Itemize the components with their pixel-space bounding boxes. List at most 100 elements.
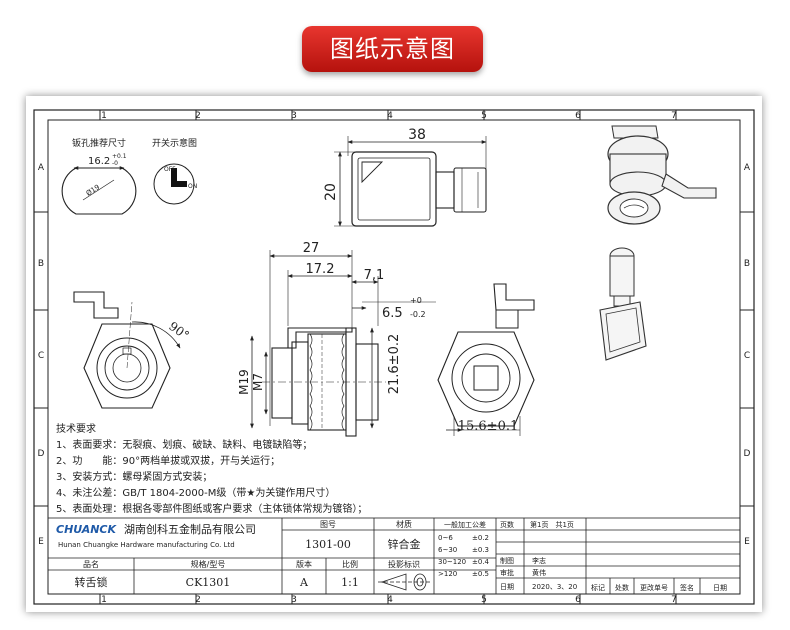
label-version: 版本: [296, 559, 312, 569]
sheet-hole-width: 16.2: [88, 156, 110, 167]
sheet-hole-tol-lower: -0: [112, 160, 118, 167]
tech-item: 5、表面处理：根据各零部件图纸或客户要求（主体锁体常规为镀铬）；: [56, 502, 367, 515]
front-view-rotation: [73, 291, 181, 409]
dim-cam-height: 21.6±0.2: [387, 334, 402, 395]
label-drawing-no: 图号: [320, 520, 336, 529]
revision-header: 标记: [591, 583, 605, 592]
tech-item: 2、功 能：90°两档单拔或双拔，开与关运行；: [56, 454, 280, 467]
revision-header: 更改单号: [640, 583, 668, 592]
tech-item: 3、安装方式：螺母紧固方式安装；: [56, 470, 212, 483]
sheet-hole-diameter: Ø19: [85, 183, 101, 198]
revision-header: 日期: [713, 584, 727, 592]
grid-row-label: D: [744, 449, 751, 459]
tol-value: ±0.4: [472, 558, 490, 566]
tol-value: ±0.2: [472, 534, 489, 542]
pages-value: 第1页 共1页: [530, 520, 574, 529]
tol-range: 6~30: [438, 546, 457, 554]
dim-cam-width: 15.6±0.1: [458, 419, 519, 434]
drawing-canvas: 1 2 3 4 5 6 7 1 2 3 4 5 6 7 A B C D E A …: [33, 109, 755, 605]
key-illustration: [599, 247, 647, 361]
switch-title: 开关示意图: [152, 137, 197, 149]
drawn-by: 李志: [532, 556, 546, 565]
dim-overall-length: 27: [303, 241, 320, 256]
tech-heading: 技术要求: [56, 422, 96, 435]
grid-row-label: A: [38, 163, 45, 173]
dim-cam-thickness: 6.5: [382, 306, 403, 321]
switch-off-label: OFF: [164, 166, 176, 173]
grid-col-label: 4: [387, 111, 393, 121]
label-scale: 比例: [342, 559, 358, 569]
grid-columns: [99, 110, 677, 604]
grid-col-label: 2: [195, 111, 201, 121]
grid-col-label: 1: [101, 595, 107, 605]
sheet-hole-view: 钣孔推荐尺寸 16.2 +0.1 -0 Ø19: [61, 137, 137, 215]
version-value: A: [299, 576, 309, 589]
tol-range: >120: [438, 570, 457, 578]
dim-cam-offset: 7,1: [364, 268, 385, 283]
dim-cam-tol-lower: -0.2: [410, 310, 426, 319]
tol-value: ±0.3: [472, 546, 489, 554]
key-view: [334, 136, 487, 227]
drawing-sheet: 1 2 3 4 5 6 7 1 2 3 4 5 6 7 A B C D E A …: [26, 96, 762, 612]
page-banner: 图纸示意图: [302, 26, 483, 72]
dim-key-height: 20: [323, 183, 339, 201]
label-projection: 投影标识: [388, 559, 420, 569]
grid-col-label: 4: [387, 595, 393, 605]
grid-col-label: 5: [481, 111, 487, 121]
dim-thread: M19: [237, 369, 251, 395]
label-pages: 页数: [500, 520, 514, 529]
grid-col-label: 7: [671, 111, 677, 121]
switch-diagram: 开关示意图 OFF ON: [152, 137, 197, 205]
sheet-hole-title: 钣孔推荐尺寸: [72, 137, 126, 149]
product-name: 转舌锁: [75, 575, 108, 589]
label-material: 材质: [396, 519, 412, 529]
label-checked: 审批: [500, 568, 514, 577]
grid-col-label: 6: [575, 595, 581, 605]
grid-row-label: C: [744, 351, 750, 361]
revision-header: 签名: [680, 583, 694, 592]
sheet-hole-tol-upper: +0.1: [112, 153, 127, 160]
grid-col-label: 7: [671, 595, 677, 605]
grid-col-label: 1: [101, 111, 107, 121]
dim-cam-tol-upper: +0: [410, 296, 422, 305]
grid-row-label: B: [38, 259, 44, 269]
brand-logo: CHUANCK: [56, 523, 118, 536]
section-view: [250, 250, 436, 437]
grid-row-label: E: [38, 537, 44, 547]
tol-value: ±0.5: [472, 570, 489, 578]
checked-by: 黄伟: [532, 568, 546, 577]
dim-rotation: 90°: [166, 319, 191, 343]
label-date: 日期: [500, 583, 514, 591]
revision-header: 处数: [615, 583, 629, 592]
grid-row-label: B: [744, 259, 750, 269]
label-drawn: 制图: [500, 556, 514, 565]
dim-nut-thread: M7: [251, 373, 265, 391]
grid-row-label: E: [744, 537, 750, 547]
material-value: 锌合金: [388, 537, 421, 551]
label-product: 品名: [83, 559, 99, 569]
grid-row-label: A: [744, 163, 751, 173]
switch-on-label: ON: [188, 183, 197, 190]
scale-value: 1:1: [341, 576, 359, 589]
tech-item: 1、表面要求：无裂痕、划痕、破缺、缺料、电镀缺陷等；: [56, 438, 312, 451]
spec-value: CK1301: [186, 576, 231, 589]
tech-item: 4、未注公差：GB/T 1804-2000-M级（带★为关键作用尺寸）: [56, 486, 335, 499]
projection-symbol-icon: [378, 573, 430, 591]
tol-range: 30~120: [438, 558, 466, 566]
dim-body-length: 17.2: [306, 262, 335, 277]
front-view: [437, 283, 535, 436]
grid-col-label: 3: [291, 111, 297, 121]
label-spec: 规格/型号: [191, 559, 226, 569]
grid-col-label: 6: [575, 111, 581, 121]
title-block: [47, 517, 741, 595]
grid-col-label: 5: [481, 595, 487, 605]
tol-range: 0~6: [438, 534, 453, 542]
grid-row-label: D: [38, 449, 45, 459]
drawing-number: 1301-00: [305, 538, 351, 551]
company-name-en: Hunan Chuangke Hardware manufacturing Co…: [58, 541, 235, 549]
tech-requirements: 技术要求 1、表面要求：无裂痕、划痕、破缺、缺料、电镀缺陷等； 2、功 能：90…: [56, 422, 367, 515]
lock-illustration: [607, 125, 717, 225]
company-name-cn: 湖南创科五金制品有限公司: [124, 522, 256, 536]
grid-row-label: C: [38, 351, 44, 361]
date-value: 2020、3、20: [532, 583, 577, 591]
